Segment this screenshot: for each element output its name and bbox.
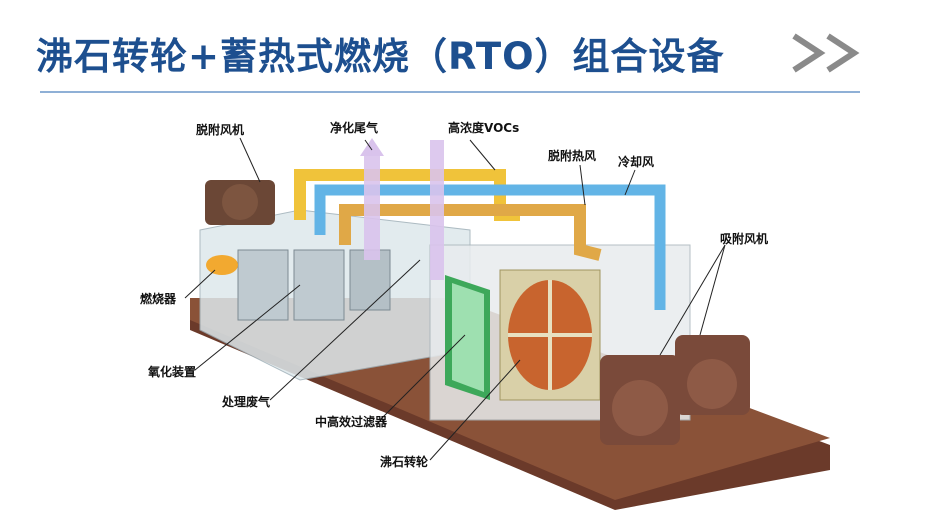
clean-exhaust-stack [364,150,380,260]
label-clean-exhaust: 净化尾气 [330,120,378,135]
label-desorption-hot-air: 脱附热风 [548,148,596,163]
label-cooling-air: 冷却风 [618,154,654,169]
exhaust-chimney [430,140,444,280]
desorption-fan [205,180,275,225]
oxidizer-beds [237,249,391,321]
label-high-conc-voc: 高浓度VOCs [448,120,519,135]
label-treated-gas: 处理废气 [221,394,270,409]
label-filter: 中高效过滤器 [315,414,388,429]
label-burner: 燃烧器 [140,291,177,306]
equipment-diagram: 脱附风机 净化尾气 高浓度VOCs 脱附热风 冷却风 吸附风机 燃烧器 氧化装置… [140,120,830,510]
label-zeolite-rotor: 沸石转轮 [380,454,429,469]
label-oxidizer: 氧化装置 [147,364,196,379]
burner-flame [206,255,238,275]
title-divider [40,91,860,93]
page-title: 沸石转轮+蓄热式燃烧（RTO）组合设备 [36,35,725,78]
label-suction-fan: 吸附风机 [720,231,768,246]
double-chevron-right-icon[interactable] [790,30,870,76]
label-desorption-fan: 脱附风机 [196,122,244,137]
suction-fan-1 [600,355,680,445]
filter-panel [445,275,490,400]
cooling-air-duct [314,184,666,310]
desorption-hot-air-duct [339,204,602,261]
zeolite-rotor [499,269,601,401]
suction-fan-2 [675,335,750,415]
